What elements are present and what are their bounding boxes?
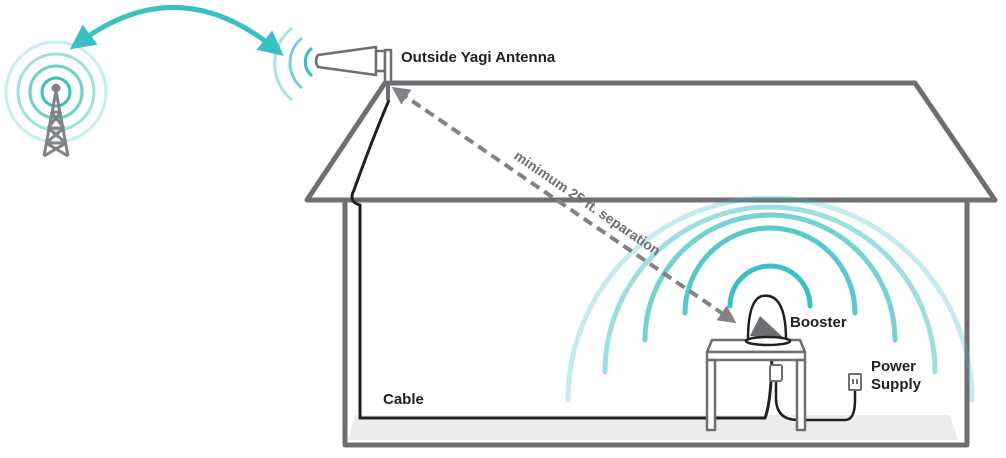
tower-antenna-link-arrow: [69, 5, 284, 56]
power-supply-label-line1: Power: [871, 358, 916, 375]
booster-label: Booster: [790, 314, 847, 331]
booster-icon: [744, 294, 792, 347]
power-brick: [769, 364, 783, 382]
cell-tower-icon: [4, 40, 108, 158]
power-supply-icon: [848, 373, 862, 391]
power-supply-label-line2: Supply: [871, 376, 922, 393]
cable-label: Cable: [383, 391, 424, 408]
antenna-label: Outside Yagi Antenna: [401, 49, 556, 66]
antenna-signal-waves: [273, 26, 314, 102]
yagi-antenna-icon: [314, 45, 393, 100]
power-cable: [774, 378, 857, 422]
coax-cable: [350, 99, 774, 420]
separation-arrow: [391, 86, 737, 324]
